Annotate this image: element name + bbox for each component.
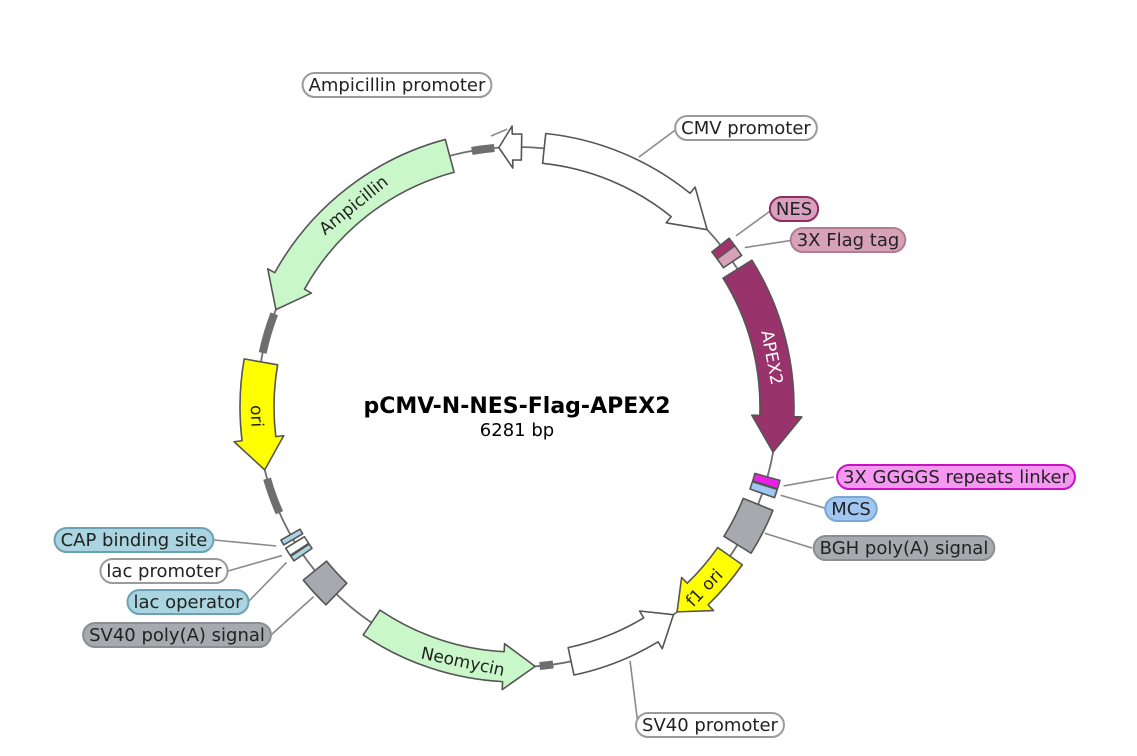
lac-promoter-leader — [227, 554, 283, 572]
cmv-promoter-label[interactable]: CMV promoter — [681, 118, 811, 139]
backbone-thick-segment — [539, 660, 554, 670]
sv40-polya-label-pill — [82, 622, 272, 648]
flag-tag-leader — [744, 239, 795, 249]
lac-promoter-label[interactable]: lac promoter — [106, 561, 222, 582]
ampicillin-promoter-label[interactable]: Ampicillin promoter — [309, 75, 486, 96]
sv40-polya-label[interactable]: SV40 poly(A) signal — [89, 625, 265, 646]
bgh-polya-label[interactable]: BGH poly(A) signal — [820, 538, 989, 559]
lac-operator-feature[interactable] — [289, 543, 313, 562]
mcs-feature[interactable] — [749, 480, 779, 499]
bgh-polya-feature[interactable] — [723, 497, 774, 555]
lac-promoter-label-pill — [99, 558, 229, 584]
bgh-polya-leader — [764, 532, 813, 549]
nes-leader — [735, 208, 774, 237]
cmv-promoter-feature[interactable] — [541, 132, 708, 231]
mcs-leader — [780, 494, 829, 510]
lac-promoter-feature[interactable] — [284, 535, 310, 557]
backbone-thick-segment — [258, 312, 279, 354]
flag-tag-feature[interactable] — [716, 245, 743, 269]
neomycin-feature[interactable] — [362, 609, 536, 691]
sv40-promoter-label-pill — [635, 712, 785, 738]
cap-binding-site-leader — [213, 539, 277, 547]
leader-lines — [213, 127, 835, 726]
lac-operator-label-pill — [126, 589, 250, 615]
backbone-thick-segment — [263, 477, 284, 515]
flag-tag-label[interactable]: 3X Flag tag — [797, 230, 900, 251]
sv40-promoter-feature[interactable] — [567, 610, 675, 676]
ampicillin-promoter-feature[interactable] — [498, 125, 523, 169]
cap-binding-site-feature[interactable] — [280, 528, 304, 546]
backbone-thick-segment — [471, 144, 495, 155]
ori-label: ori — [246, 405, 267, 428]
cmv-promoter-label-pill — [674, 115, 818, 141]
sv40-promoter-leader — [629, 660, 639, 726]
ampicillin-promoter-label-pill — [301, 72, 493, 98]
f1-ori-feature[interactable] — [676, 546, 744, 613]
sv40-polya-feature[interactable] — [302, 560, 348, 606]
gggs-linker-label[interactable]: 3X GGGGS repeats linker — [843, 467, 1069, 488]
sv40-promoter-label[interactable]: SV40 promoter — [642, 715, 778, 736]
mcs-label-pill — [824, 496, 878, 522]
ampicillin-promoter-leader — [490, 128, 508, 137]
sv40-polya-leader — [270, 596, 315, 636]
gggs-linker-label-pill — [836, 464, 1076, 490]
nes-label[interactable]: NES — [776, 199, 812, 220]
ampicillin-feature[interactable] — [266, 138, 455, 311]
cap-binding-site-label[interactable]: CAP binding site — [61, 530, 208, 551]
gggs-linker-leader — [783, 476, 835, 487]
mcs-label[interactable]: MCS — [831, 499, 871, 520]
ori-feature[interactable] — [233, 358, 285, 471]
cmv-promoter-leader — [638, 127, 679, 158]
bgh-polya-label-pill — [812, 535, 996, 561]
apex2-feature[interactable] — [722, 259, 803, 453]
cap-binding-site-label-pill — [53, 527, 215, 553]
lac-operator-leader — [247, 561, 288, 603]
gggs-linker-feature[interactable] — [751, 472, 781, 490]
lac-operator-label[interactable]: lac operator — [133, 592, 243, 613]
flag-tag-label-pill — [789, 227, 907, 253]
plasmid-name: pCMV-N-NES-Flag-APEX2 — [363, 394, 670, 419]
plasmid-size: 6281 bp — [480, 420, 554, 441]
nes-label-pill — [768, 196, 820, 222]
